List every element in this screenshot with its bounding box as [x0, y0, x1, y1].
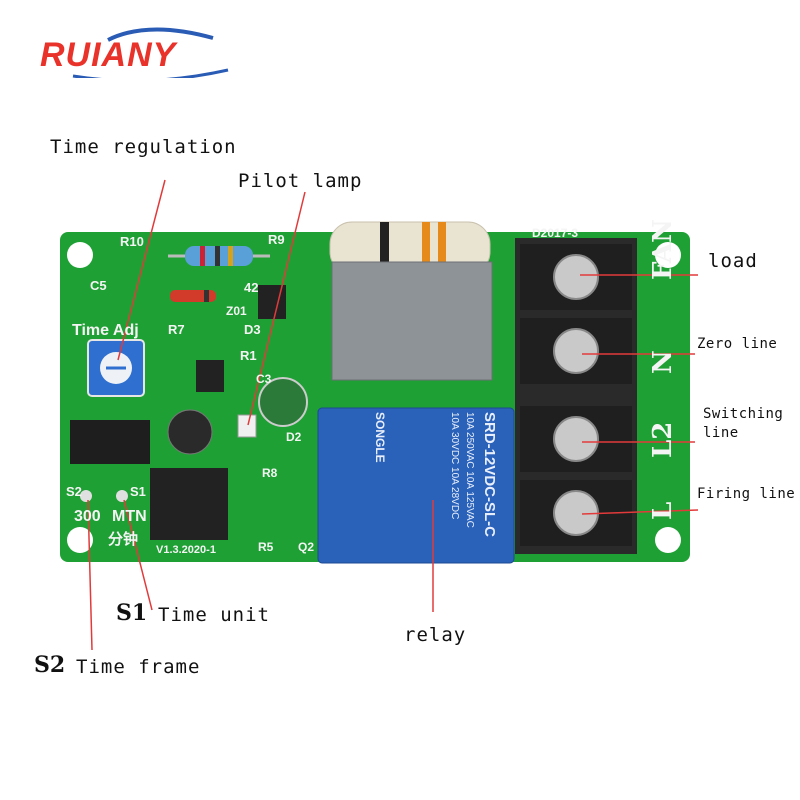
terminal-label-fan: FAN — [648, 219, 678, 280]
annotation-time-unit: Time unit — [158, 604, 270, 626]
annotation-load: load — [708, 250, 758, 272]
annotation-s2: S2 — [34, 652, 66, 678]
brand-logo: RUIANY — [38, 18, 238, 78]
silk-s1: S1 — [130, 484, 146, 499]
ic-chip-main — [150, 468, 228, 540]
silk-c3: C3 — [256, 372, 272, 386]
terminal-label-l: L — [648, 501, 678, 520]
annotation-firing-line: Firing line — [697, 486, 796, 502]
electrolytic-capacitor — [167, 409, 213, 455]
silk-q2: Q2 — [298, 540, 315, 554]
annotation-pilot-lamp: Pilot lamp — [238, 170, 363, 192]
terminal-screws — [520, 244, 632, 546]
silk-time-adj: Time Adj — [72, 322, 139, 339]
annotation-time-regulation: Time regulation — [50, 136, 237, 158]
relay-text-group: SRD-12VDC-SL-C 10A 250VAC 10A 125VAC 10A… — [318, 412, 498, 562]
relay-rating-1: 10A 250VAC 10A 125VAC — [464, 412, 475, 528]
silk-r10: R10 — [120, 234, 144, 249]
annotation-time-frame: Time frame — [76, 656, 201, 678]
ic-chip — [70, 420, 150, 464]
silk-d2: D2 — [286, 430, 302, 444]
logo-swoosh-icon — [72, 27, 229, 78]
mount-hole — [655, 527, 681, 553]
s2-pad — [80, 490, 92, 502]
relay-model: SRD-12VDC-SL-C — [481, 412, 498, 538]
brand-name: RUIANY — [40, 36, 177, 74]
silk-r9: R9 — [268, 232, 285, 247]
silk-mtn: MTN — [112, 508, 147, 525]
mount-hole — [655, 242, 681, 268]
silk-fenzhong: 分钟 — [108, 531, 139, 548]
annotation-relay: relay — [404, 624, 467, 646]
silk-r5: R5 — [258, 540, 274, 554]
silk-top-right: D2017-3 — [532, 226, 579, 240]
terminal-label-l2: L2 — [648, 421, 678, 458]
diode — [170, 290, 216, 302]
silk-300: 300 — [74, 508, 101, 525]
silk-r8: R8 — [262, 466, 278, 480]
mount-hole — [67, 527, 93, 553]
annotation-s1: S1 — [116, 600, 148, 626]
regulator — [258, 285, 286, 319]
silk-c5: C5 — [90, 278, 107, 293]
silk-d3: D3 — [244, 322, 261, 337]
transistor — [196, 360, 224, 392]
silk-42: 42 — [244, 280, 259, 295]
relay-body — [317, 407, 515, 564]
annotation-switching-line-1: Switching — [703, 406, 784, 422]
mount-hole — [67, 242, 93, 268]
silk-r7: R7 — [168, 322, 185, 337]
annotation-zero-line: Zero line — [697, 336, 778, 352]
silk-r1: R1 — [240, 348, 257, 363]
terminal-label-n: N — [648, 350, 678, 374]
relay-rating-2: 10A 30VDC 10A 28VDC — [449, 412, 460, 520]
silk-version: V1.3.2020-1 — [156, 544, 216, 556]
silk-z01: Z01 — [226, 304, 247, 318]
pilot-lamp-led — [237, 414, 257, 438]
electrolytic-capacitor — [258, 377, 308, 427]
annotation-switching-line-2: line — [703, 425, 739, 441]
s1-pad — [116, 490, 128, 502]
film-capacitor — [331, 261, 493, 381]
relay-brand: SONGLE — [373, 412, 387, 463]
silk-s2: S2 — [66, 484, 82, 499]
